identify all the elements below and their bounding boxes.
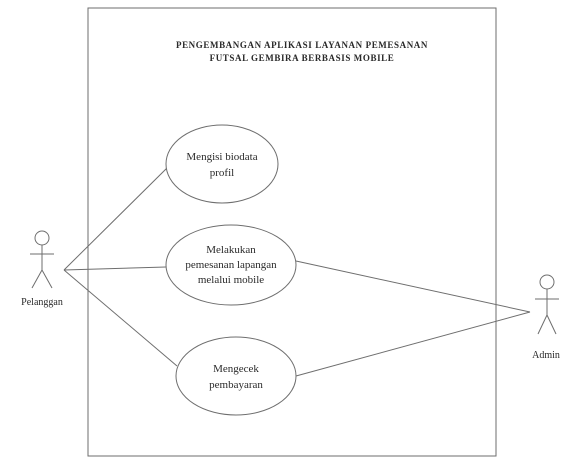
use-case-label: melalui mobile [198,274,264,286]
actor-leg-left [537,314,548,335]
use-case-label: Mengecek [213,363,259,375]
use-case-label: profil [210,167,234,179]
actor-label-admin: Admin [532,350,560,361]
actor-head [34,230,50,246]
actor-admin [535,274,559,335]
actor-leg-right [41,269,53,289]
association-admin-pembayaran [295,311,531,377]
use-case-ellipse [175,336,297,416]
association-pelanggan-biodata [63,167,168,271]
actor-leg-left [31,269,43,289]
use-case-ellipse [165,224,297,306]
use-case-label: Melakukan [206,244,256,256]
actor-leg-right [546,314,557,335]
system-title-line2: FUTSAL GEMBIRA BERBASIS MOBILE [210,53,395,63]
system-title-line1: PENGEMBANGAN APLIKASI LAYANAN PEMESANAN [176,40,428,50]
association-pelanggan-pembayaran [63,269,178,367]
use-case-label: pembayaran [209,379,263,391]
use-case-label: pemesanan lapangan [185,259,277,271]
association-pelanggan-pemesanan [63,266,167,271]
actor-head [539,274,555,290]
use-case-label: Mengisi biodata [186,151,257,163]
actor-label-pelanggan: Pelanggan [21,297,63,308]
associations [63,167,531,377]
use-case-ellipse [165,124,279,204]
system-boundary [87,7,497,457]
actor-pelanggan [30,230,54,289]
use-case-cek-pembayaran: Mengecek pembayaran [175,336,297,416]
use-case-pemesanan-lapangan: Melakukan pemesanan lapangan melalui mob… [165,224,297,306]
association-admin-pemesanan [295,260,531,313]
use-case-isi-biodata: Mengisi biodata profil [165,124,279,204]
